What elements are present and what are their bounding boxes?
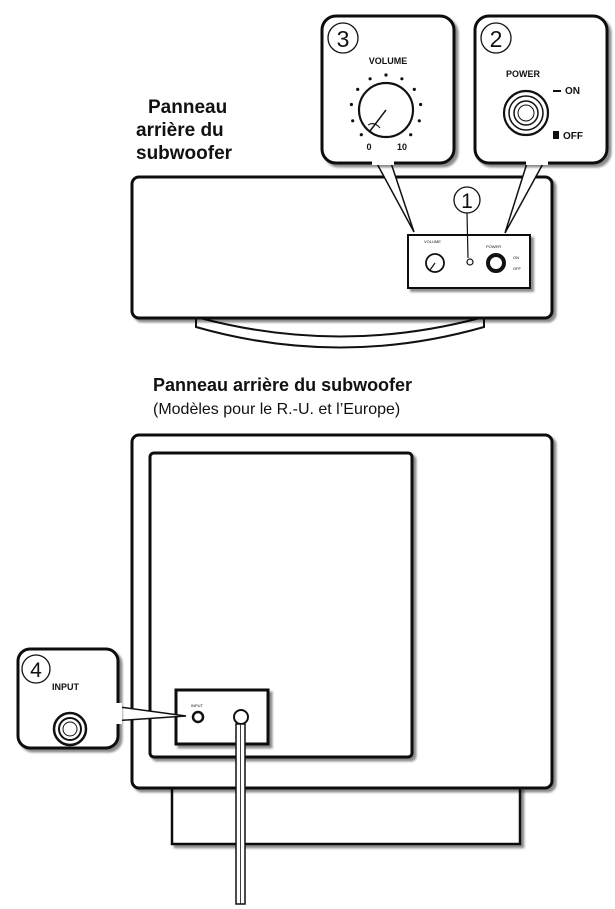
input-panel-frame	[174, 688, 270, 746]
callout-2-number-circle	[480, 22, 512, 54]
top-title: Panneau arrière du subwoofer	[136, 97, 233, 164]
volume-scale-min: 0	[366, 142, 371, 152]
callout-4-number-circle	[21, 654, 51, 684]
subwoofer-base-curve-lower	[195, 318, 485, 349]
callout-3-number: 3	[337, 26, 350, 52]
volume-scale-tick	[368, 77, 372, 81]
power-cord	[235, 723, 246, 905]
input-jack-small	[191, 710, 205, 724]
callout-3-number-circle	[327, 22, 359, 54]
power-cord-entry	[233, 709, 249, 725]
input-jack-large	[52, 711, 88, 747]
panel-power-indicator	[466, 258, 474, 266]
stand-block	[170, 786, 522, 846]
callout-1-indicator: 1	[453, 186, 481, 259]
top-title-line-1: Panneau	[148, 97, 227, 118]
volume-scale-tick	[359, 133, 363, 137]
subwoofer-base-curve	[199, 317, 481, 338]
volume-scale-tick	[349, 102, 353, 107]
volume-scale-tick	[400, 77, 404, 81]
control-panel-top: VOLUME POWER ON OFF	[407, 234, 531, 289]
panel-power-label: POWER	[486, 244, 501, 249]
power-on-symbol	[553, 90, 561, 92]
power-off-symbol	[553, 131, 559, 139]
callout-4-number: 4	[30, 659, 42, 682]
volume-scale-tick	[419, 102, 423, 107]
volume-knob	[349, 73, 423, 139]
callout-2-number: 2	[490, 26, 503, 52]
power-off-label: OFF	[563, 131, 583, 142]
input-panel: INPUT	[174, 688, 270, 746]
panel-on-label: ON	[513, 255, 519, 260]
callout-2-pointer	[504, 159, 546, 234]
volume-scale-ticks	[349, 73, 423, 137]
power-switch-outer	[502, 89, 550, 137]
callout-4-input-label: INPUT	[52, 682, 80, 692]
volume-scale-tick	[356, 87, 360, 91]
callout-1-number: 1	[461, 190, 473, 213]
volume-scale-max: 10	[397, 142, 407, 152]
volume-scale-tick	[417, 119, 421, 123]
subwoofer-stand	[170, 786, 522, 846]
input-panel-small-label: INPUT	[191, 703, 204, 708]
callout-3-pointer	[374, 159, 415, 233]
top-title-line-3: subwoofer	[136, 143, 233, 164]
panel-volume-pointer	[429, 262, 436, 271]
callout-3-volume: 3 VOLUME 0 10	[320, 14, 456, 233]
subwoofer-inner-panel	[148, 451, 414, 759]
panel-off-label: OFF	[513, 266, 522, 271]
volume-knob-pointer	[369, 109, 387, 132]
volume-scale-tick	[351, 119, 355, 123]
callout-3-volume-label: VOLUME	[369, 56, 408, 66]
callout-4-pointer	[111, 705, 187, 722]
bottom-title: Panneau arrière du subwoofer	[153, 375, 412, 395]
volume-scale-tick	[412, 87, 416, 91]
bottom-subtitle: (Modèles pour le R.-U. et l’Europe)	[153, 401, 400, 418]
panel-power-switch	[486, 253, 506, 273]
panel-volume-label: VOLUME	[424, 239, 441, 244]
callout-2-power: 2 POWER ON OFF	[473, 14, 609, 234]
top-title-line-2: arrière du	[136, 120, 224, 141]
power-switch	[502, 89, 550, 137]
callout-4-input: 4 INPUT	[16, 647, 187, 750]
volume-scale-tick	[384, 73, 388, 77]
callout-1-leader	[466, 212, 469, 259]
power-on-label: ON	[565, 86, 580, 97]
callout-2-power-label: POWER	[506, 69, 541, 79]
volume-scale-tick	[409, 133, 413, 137]
